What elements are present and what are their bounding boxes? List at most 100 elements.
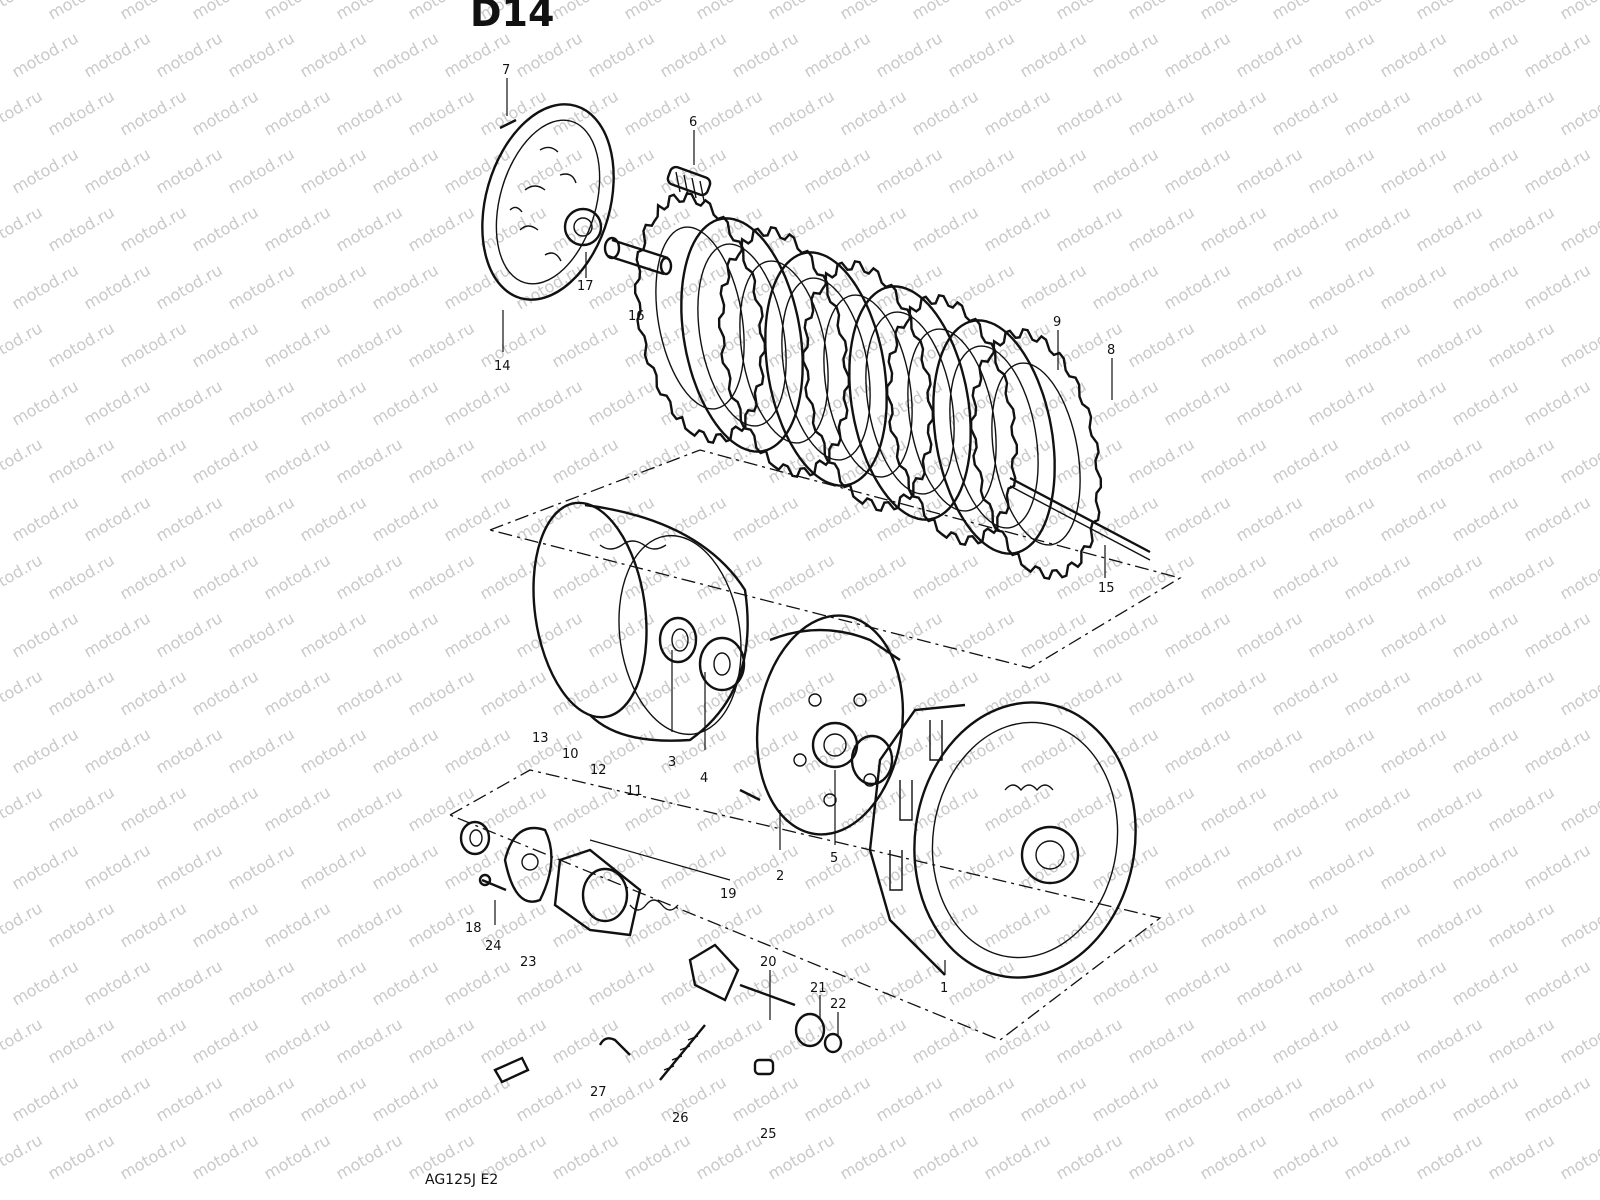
- watermark-text: motod.ru: [1557, 318, 1600, 371]
- part-label-14: 14: [494, 359, 511, 374]
- watermark-text: motod.ru: [1305, 376, 1378, 429]
- watermark-text: motod.ru: [477, 434, 550, 487]
- watermark-text: motod.ru: [1557, 782, 1600, 835]
- watermark-text: motod.ru: [1521, 492, 1594, 545]
- watermark-text: motod.ru: [765, 550, 838, 603]
- watermark-text: motod.ru: [297, 608, 370, 661]
- watermark-text: motod.ru: [981, 202, 1054, 255]
- watermark-text: motod.ru: [837, 1014, 910, 1067]
- watermark-text: motod.ru: [117, 434, 190, 487]
- watermark-text: motod.ru: [513, 608, 586, 661]
- watermark-text: motod.ru: [1269, 202, 1342, 255]
- watermark-text: motod.ru: [1341, 1130, 1414, 1183]
- watermark-text: motod.ru: [1089, 376, 1162, 429]
- watermark-text: motod.ru: [1413, 1130, 1486, 1183]
- watermark-text: motod.ru: [1053, 434, 1126, 487]
- watermark-text: motod.ru: [189, 1014, 262, 1067]
- leader-lines: [494, 78, 1113, 1035]
- watermark-text: motod.ru: [1485, 898, 1558, 951]
- spring-6: [666, 165, 712, 202]
- watermark-text: motod.ru: [441, 608, 514, 661]
- watermark-text: motod.ru: [549, 1014, 622, 1067]
- part-label-7: 7: [502, 63, 510, 78]
- watermark-text: motod.ru: [1449, 260, 1522, 313]
- watermark-text: motod.ru: [513, 1072, 586, 1125]
- plate-bracket: [493, 1056, 530, 1084]
- watermark-text: motod.ru: [729, 492, 802, 545]
- watermark-text: motod.ru: [1377, 260, 1450, 313]
- watermark-text: motod.ru: [873, 28, 946, 81]
- watermark-text: motod.ru: [1521, 1072, 1594, 1125]
- watermark-text: motod.ru: [1161, 608, 1234, 661]
- watermark-text: motod.ru: [117, 0, 190, 23]
- watermark-text: motod.ru: [945, 608, 1018, 661]
- watermark-text: motod.ru: [1557, 550, 1600, 603]
- watermark-text: motod.ru: [1269, 1014, 1342, 1067]
- watermark-text: motod.ru: [801, 492, 874, 545]
- watermark-text: motod.ru: [1557, 86, 1600, 139]
- part-label-24: 24: [485, 939, 502, 954]
- watermark-text: motod.ru: [1161, 840, 1234, 893]
- watermark-text: motod.ru: [1089, 260, 1162, 313]
- watermark-text: motod.ru: [1125, 550, 1198, 603]
- watermark-text: motod.ru: [1521, 724, 1594, 777]
- watermark-text: motod.ru: [945, 840, 1018, 893]
- watermark-text: motod.ru: [1197, 86, 1270, 139]
- watermark-text: motod.ru: [837, 202, 910, 255]
- part-label-5: 5: [830, 851, 838, 866]
- watermark-text: motod.ru: [1233, 840, 1306, 893]
- watermark-text: motod.ru: [81, 840, 154, 893]
- watermark-text: motod.ru: [981, 0, 1054, 23]
- watermark-text: motod.ru: [873, 1072, 946, 1125]
- watermark-text: motod.ru: [1413, 0, 1486, 23]
- watermark-text: motod.ru: [441, 492, 514, 545]
- part-label-12: 12: [590, 763, 607, 778]
- watermark-text: motod.ru: [837, 898, 910, 951]
- watermark-text: motod.ru: [1341, 0, 1414, 23]
- watermark-text: motod.ru: [837, 86, 910, 139]
- watermark-text: motod.ru: [81, 492, 154, 545]
- watermark-text: motod.ru: [1305, 28, 1378, 81]
- watermark-text: motod.ru: [1413, 1014, 1486, 1067]
- watermark-text: motod.ru: [189, 898, 262, 951]
- watermark-text: motod.ru: [81, 608, 154, 661]
- plate-outline: [969, 328, 1103, 580]
- part-label-27: 27: [590, 1085, 607, 1100]
- watermark-text: motod.ru: [729, 724, 802, 777]
- watermark-text: motod.ru: [0, 434, 46, 487]
- watermark-text: motod.ru: [801, 724, 874, 777]
- watermark-text: motod.ru: [945, 956, 1018, 1009]
- watermark-text: motod.ru: [369, 724, 442, 777]
- plate-outline: [801, 260, 935, 512]
- watermark-text: motod.ru: [1341, 1014, 1414, 1067]
- watermark-text: motod.ru: [801, 144, 874, 197]
- bolt-24: [478, 873, 507, 892]
- watermark-text: motod.ru: [1161, 956, 1234, 1009]
- watermark-text: motod.ru: [45, 666, 118, 719]
- watermark-text: motod.ru: [297, 144, 370, 197]
- plate-outline: [717, 226, 851, 478]
- part-label-2: 2: [776, 869, 784, 884]
- watermark-text: motod.ru: [189, 434, 262, 487]
- watermark-text: motod.ru: [1233, 1072, 1306, 1125]
- watermark-text: motod.ru: [549, 318, 622, 371]
- watermark-text: motod.ru: [801, 28, 874, 81]
- watermark-text: motod.ru: [765, 86, 838, 139]
- watermark-text: motod.ru: [1413, 86, 1486, 139]
- watermark-text: motod.ru: [117, 202, 190, 255]
- watermark-text: motod.ru: [1053, 666, 1126, 719]
- watermark-text: motod.ru: [1197, 666, 1270, 719]
- watermark-text: motod.ru: [333, 1130, 406, 1183]
- watermark-text: motod.ru: [153, 724, 226, 777]
- part-label-4: 4: [700, 771, 708, 786]
- watermark-text: motod.ru: [225, 28, 298, 81]
- diagram-title-fragment: D14: [470, 0, 554, 35]
- watermark-text: motod.ru: [729, 144, 802, 197]
- watermark-text: motod.ru: [873, 840, 946, 893]
- watermark-text: motod.ru: [1089, 144, 1162, 197]
- watermark-text: motod.ru: [1269, 0, 1342, 23]
- watermark-text: motod.ru: [873, 608, 946, 661]
- watermark-text: motod.ru: [0, 666, 46, 719]
- watermark-text: motod.ru: [657, 1072, 730, 1125]
- plate-inner-edge: [949, 345, 1039, 529]
